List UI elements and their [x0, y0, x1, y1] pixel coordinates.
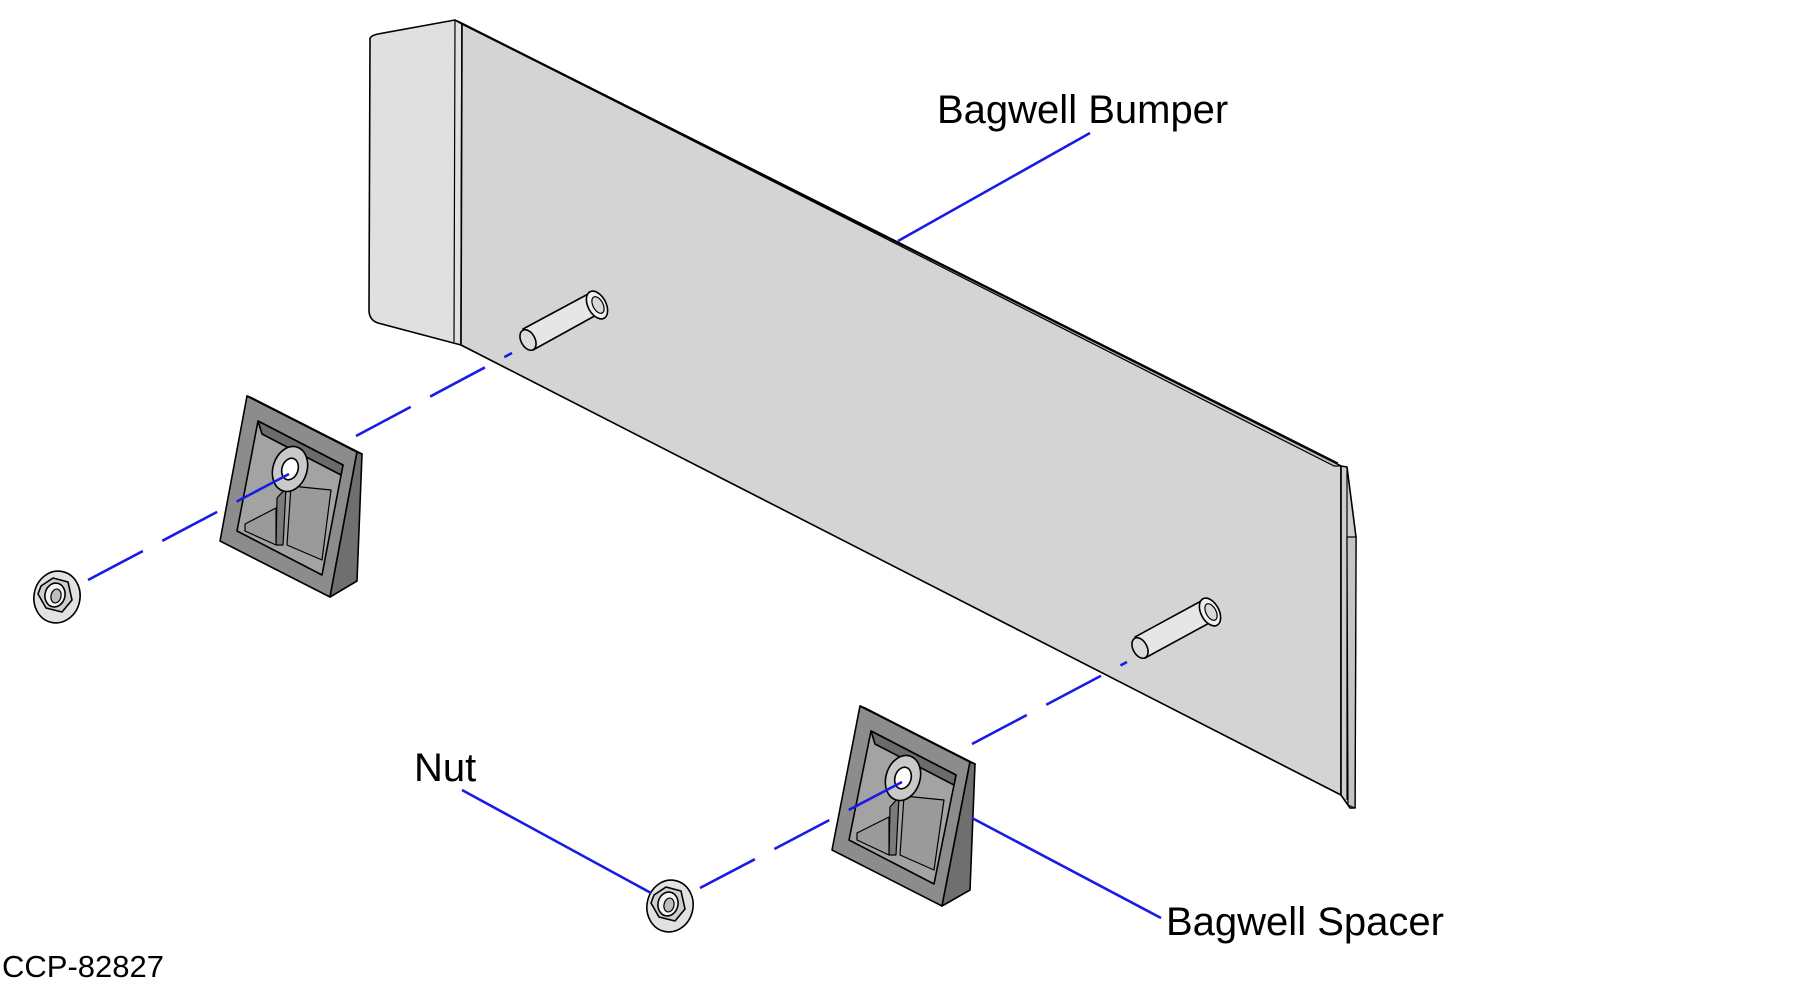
nut-label: Nut	[414, 746, 477, 790]
bagwell-bumper	[368, 19, 1357, 809]
assembly-line-right-upper	[971, 660, 1128, 746]
leader-nut	[461, 788, 652, 895]
assembly-line-right-lower	[699, 780, 903, 890]
bagwell-spacer-label: Bagwell Spacer	[1166, 900, 1444, 944]
nut-left	[33, 570, 81, 624]
nut-right	[646, 879, 694, 933]
bagwell-spacer-right	[831, 705, 976, 907]
bagwell-spacer-left	[219, 395, 363, 598]
stud-right	[1131, 597, 1222, 660]
assembly-line-left-upper	[355, 351, 513, 438]
stud-left	[519, 290, 609, 352]
leader-spacer	[971, 816, 1162, 920]
figure-id: CCP-82827	[2, 949, 164, 984]
assembly-line-left-lower	[87, 472, 290, 582]
leader-bumper	[897, 131, 1091, 243]
bagwell-bumper-label: Bagwell Bumper	[937, 88, 1229, 132]
